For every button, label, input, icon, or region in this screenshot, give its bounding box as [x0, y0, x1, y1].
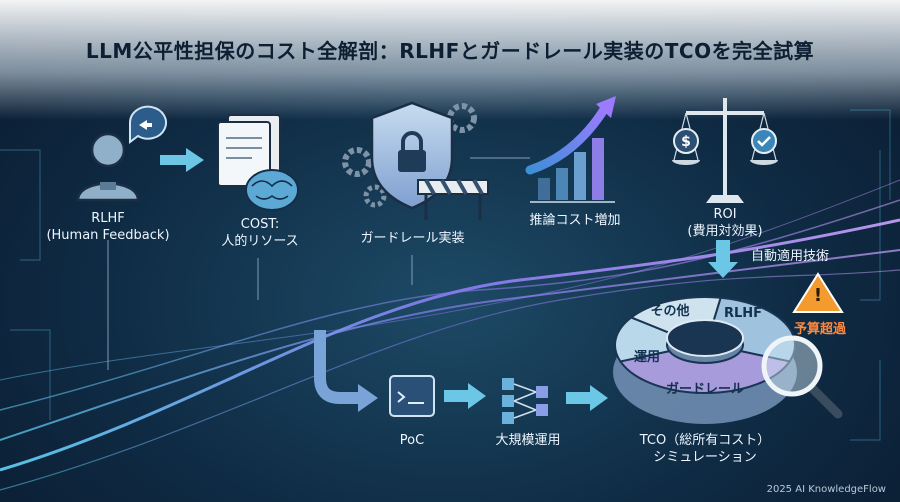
donut-label-operations: 運用 [633, 350, 660, 365]
budget-overrun-label: 予算超過 [793, 322, 846, 337]
arrow-down-icon [708, 240, 738, 278]
barrier-icon [417, 179, 489, 220]
donut-label-other: その他 [650, 304, 690, 319]
arrow-right-icon [444, 383, 486, 409]
person-icon [76, 132, 140, 202]
magnifier-icon [761, 335, 843, 419]
gear-icon [342, 103, 477, 208]
dollar-coin-icon: $ [673, 128, 699, 154]
arrow-right-icon [160, 148, 204, 172]
elbow-arrow-icon [314, 330, 378, 412]
rlhf-label: RLHF (Human Feedback) [38, 210, 178, 244]
inference-cost-label: 推論コスト増加 [529, 213, 621, 228]
credit-text: 2025 AI KnowledgeFlow [766, 484, 886, 495]
svg-text:$: $ [681, 134, 691, 150]
brain-icon [245, 169, 299, 211]
roi-label-line1: ROI [713, 207, 737, 222]
arrow-right-icon [566, 385, 608, 411]
guardrail-label: ガードレール実装 [360, 231, 465, 246]
balance-scale-icon [672, 98, 778, 203]
feedback-bubble-icon [129, 105, 167, 144]
circuit-lines [0, 109, 891, 441]
automation-label: 自動適用技術 [750, 249, 829, 264]
network-nodes-icon [502, 378, 548, 424]
warning-triangle-icon [792, 272, 844, 313]
rising-bar-chart-icon [525, 96, 616, 203]
tco-label: TCO（総所有コスト） シミュレーション [620, 432, 790, 466]
connector-lines [107, 157, 530, 370]
documents-icon [217, 114, 281, 187]
header-glow [0, 0, 900, 120]
data-flow-waves [0, 179, 900, 491]
page-title: LLM公平性担保のコスト全解剖：RLHFとガードレール実装のTCOを完全試算 [85, 39, 815, 63]
roi-label: ROI (費用対効果) [670, 206, 780, 240]
rlhf-label-line1: RLHF [91, 211, 125, 226]
tco-label-line1: TCO（総所有コスト） [639, 433, 771, 448]
scale-label: 大規模運用 [495, 433, 561, 448]
terminal-icon [389, 375, 435, 417]
tco-label-line2: シミュレーション [653, 450, 757, 465]
rlhf-label-line2: (Human Feedback) [46, 228, 170, 243]
donut-label-rlhf: RLHF [723, 306, 763, 321]
cost-label-line2: 人的リソース [221, 234, 299, 249]
roi-label-line2: (費用対効果) [687, 224, 763, 239]
donut-segment-guardrail [618, 350, 792, 394]
warning-symbol: ! [813, 285, 823, 306]
check-badge-icon [751, 128, 777, 154]
cost-label: COST: 人的リソース [195, 216, 325, 250]
poc-label: PoC [399, 433, 425, 448]
donut-label-guardrail: ガードレール [665, 382, 744, 397]
cost-label-line1: COST: [240, 217, 280, 232]
